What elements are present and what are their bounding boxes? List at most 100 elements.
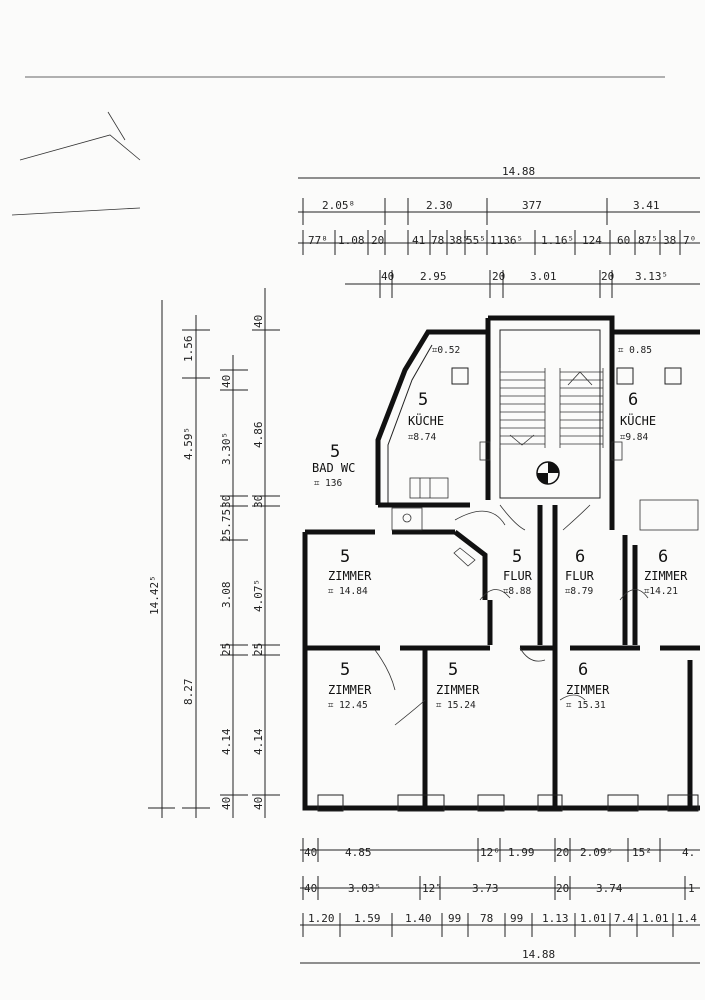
dim-bot-r3-1: 1.59 [354,912,381,925]
room-area: ⌗ 136 [314,478,343,489]
dim-bot-r1-4: 20 [556,846,569,859]
room-bad-wc-5: 5 BAD WC ⌗ 136 [312,442,355,489]
room-name: BAD WC [312,461,355,475]
doors [374,504,649,726]
chimney-symbol [536,461,560,485]
dim-bot-r3-10: 1.4 [677,912,697,925]
dim-bot-r3-3: 99 [448,912,461,925]
room-kueche-6: 6 KÜCHE ⌗9.84 [620,390,656,443]
dim-left-c4-2: 30 [252,495,265,508]
room-area: ⌗9.84 [620,432,649,443]
room-name: KÜCHE [620,412,656,428]
dim-top-r2-3: 41 [412,234,425,247]
room-area: ⌗8.79 [565,586,594,597]
dim-top-r1-1: 2.30 [426,199,453,212]
dim-left-c4-1: 4.86 [252,422,265,449]
room-name: ZIMMER [644,569,688,583]
fixtures [391,441,699,567]
dim-bot-r2-4: 20 [556,882,569,895]
dim-bot-r1-7: 4. [682,846,695,859]
dim-bot-r3-2: 1.40 [405,912,432,925]
sketch-line [11,207,141,216]
dim-bot-r1-5: 2.09⁵ [580,846,613,859]
room-area: ⌗14.21 [644,586,678,597]
dim-top-r2-1: 1.08 [338,234,365,247]
dim-bot-r1-3: 1.99 [508,846,535,859]
dim-top-r2-6: 55⁵ [466,234,486,247]
dim-top-r1-2: 377 [522,199,542,212]
room-name: FLUR [565,569,595,583]
dim-top-r3-4: 20 [601,270,614,283]
room-area: ⌗ 14.84 [328,586,368,597]
room-number: 5 [330,442,340,462]
dim-top-r2-12: 38 [663,234,676,247]
room-area: ⌗ 15.24 [436,700,476,711]
dim-left-c4-5: 4.14 [252,728,265,755]
room-area: ⌗8.88 [503,586,532,597]
dim-top-r1-3: 3.41 [633,199,660,212]
balcony-5-area: ⌗0.52 [432,345,460,356]
walls [302,315,700,811]
dim-bot-r3-5: 99 [510,912,523,925]
dim-bot-r3-4: 78 [480,912,493,925]
dim-bot-r3-9: 1.01 [642,912,669,925]
dim-left-c4-0: 40 [252,315,265,328]
room-number: 6 [658,547,668,567]
top-dimensions: 14.88 2.05⁸ 2.30 377 3.41 77⁸ 1.08 20 41… [298,165,700,298]
room-name: ZIMMER [566,683,610,697]
dim-bot-total: 14.88 [522,948,555,961]
dim-top-r2-4: 78 [431,234,444,247]
dim-bot-r3-0: 1.20 [308,912,335,925]
left-dimensions: 14.42⁵ 1.56 4.59⁵ 8.27 40 3.30⁵ 30 25.75… [148,288,280,818]
dim-left-c4-3: 4.07⁵ [252,579,265,612]
dim-top-total: 14.88 [502,165,535,178]
room-flur-5: 5 FLUR ⌗8.88 [503,547,533,597]
room-number: 6 [578,660,588,680]
dim-top-r3-1: 2.95 [420,270,447,283]
dim-bot-r1-1: 4.85 [345,846,372,859]
stairs [499,368,604,448]
room-zimmer-6a: 6 ZIMMER ⌗14.21 [644,547,688,597]
dim-top-r2-0: 77⁸ [308,234,328,247]
dim-top-r3-2: 20 [492,270,505,283]
dim-bot-r2-2: 12⁵ [422,882,442,895]
dim-left-c2-0: 1.56 [182,336,195,363]
room-area: ⌗ 15.31 [566,700,606,711]
dim-left-c2-2: 8.27 [182,679,195,706]
dim-bot-r1-0: 40 [304,846,317,859]
dim-top-r2-13: 7⁰ [683,234,696,247]
dim-bot-r2-3: 3.73 [472,882,499,895]
dim-left-c3-0: 40 [220,375,233,388]
dim-left-c4-4: 25 [252,643,265,656]
dim-top-r2-5: 38⁵ [449,234,469,247]
dim-top-r2-11: 87⁵ [638,234,658,247]
dim-top-r2-7: 1136⁵ [490,234,523,247]
dim-bot-r2-0: 40 [304,882,317,895]
room-name: ZIMMER [436,683,480,697]
windows [317,367,699,812]
room-zimmer-5b: 5 ZIMMER ⌗ 12.45 [328,660,372,711]
dim-top-r1-0: 2.05⁸ [322,199,355,212]
room-kueche-5: 5 KÜCHE ⌗8.74 [408,390,444,443]
dim-left-c3-7: 40 [220,797,233,810]
dim-left-c3-3: 25.75 [220,509,233,542]
dim-top-r2-8: 1.16⁵ [541,234,574,247]
dim-left-c2-1: 4.59⁵ [182,427,195,460]
dim-bot-r2-1: 3.03⁵ [348,882,381,895]
room-area: ⌗ 12.45 [328,700,368,711]
room-number: 5 [512,547,522,567]
dim-left-c3-4: 3.08 [220,582,233,609]
dim-top-r2-9: 124 [582,234,602,247]
bottom-dimensions: 40 4.85 12⁶ 1.99 20 2.09⁵ 15² 4. 40 3.03… [300,838,700,964]
dim-top-r3-5: 3.13⁵ [635,270,668,283]
room-number: 5 [448,660,458,680]
room-number: 5 [340,660,350,680]
room-number: 6 [628,390,638,410]
dim-left-c3-1: 3.30⁵ [220,432,233,465]
room-zimmer-5c: 5 ZIMMER ⌗ 15.24 [436,660,480,711]
dim-bot-r3-8: 7.4 [614,912,634,925]
dim-bot-r3-7: 1.01 [580,912,607,925]
dim-left-c4-6: 40 [252,797,265,810]
dim-top-r3-0: 40 [381,270,394,283]
